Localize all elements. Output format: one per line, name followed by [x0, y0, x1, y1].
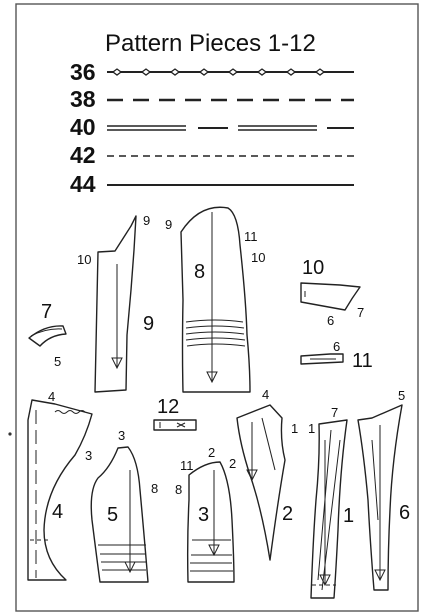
piece-1-number: 1	[343, 505, 354, 527]
piece-3-mark-a: 11	[180, 458, 194, 473]
legend-row-44: 44	[70, 171, 354, 197]
piece-7-number: 7	[41, 301, 52, 323]
piece-3-mark-c: 8	[175, 482, 182, 497]
piece-5-mark-b: 8	[151, 481, 158, 496]
piece-8-mark-c: 10	[251, 250, 265, 265]
legend-size-42: 42	[70, 142, 96, 168]
legend-row-40: 40	[70, 114, 354, 140]
pattern-piece-9: 9 10 9	[77, 213, 154, 393]
piece-9-number: 9	[143, 313, 154, 335]
legend-size-36: 36	[70, 59, 96, 85]
pattern-piece-5: 3 8 5	[90, 428, 158, 583]
piece-2-mark-a: 4	[262, 387, 269, 402]
pattern-piece-3: 11 2 8 3	[175, 445, 235, 583]
diamond-markers	[111, 68, 326, 76]
piece-9-mark-a: 9	[143, 213, 150, 228]
legend-size-40: 40	[70, 114, 96, 140]
line-style-40	[107, 125, 354, 131]
legend-row-38: 38	[70, 86, 354, 112]
pattern-piece-8: 9 11 10 8	[165, 206, 265, 393]
piece-11-number: 11	[352, 350, 373, 372]
legend-row-42: 42	[70, 142, 354, 168]
piece-3-number: 3	[198, 504, 209, 526]
pattern-piece-2: 4 2 1 2	[229, 387, 298, 561]
piece-8-number: 8	[194, 261, 205, 283]
pattern-piece-7: 7 5	[28, 301, 67, 369]
pattern-piece-1: 7 1 1	[308, 405, 354, 599]
piece-12-number: 12	[157, 396, 179, 418]
sheet-frame	[15, 3, 419, 612]
pattern-piece-11: 6 11	[300, 339, 373, 372]
piece-9-mark-b: 10	[77, 252, 91, 267]
piece-2-mark-c: 1	[291, 421, 298, 436]
pattern-piece-12: 12	[153, 396, 197, 431]
legend-size-38: 38	[70, 86, 96, 112]
pattern-piece-4: 4 3 4	[27, 389, 93, 581]
piece-2-number: 2	[282, 503, 293, 525]
piece-7-mark-a: 5	[54, 354, 61, 369]
piece-4-mark-b: 3	[85, 448, 92, 463]
pattern-piece-10: 10 6 7	[300, 257, 364, 328]
piece-5-number: 5	[107, 504, 118, 526]
piece-3-mark-b: 2	[208, 445, 215, 460]
sheet-title: Pattern Pieces 1-12	[105, 30, 316, 57]
piece-4-number: 4	[52, 501, 63, 523]
piece-8-mark-b: 11	[244, 229, 258, 244]
piece-6-mark-a: 5	[398, 388, 405, 403]
piece-2-mark-b: 2	[229, 456, 236, 471]
piece-8-mark-a: 9	[165, 217, 172, 232]
piece-5-mark-a: 3	[118, 428, 125, 443]
legend-size-44: 44	[70, 171, 96, 197]
piece-11-mark-a: 6	[333, 339, 340, 354]
size-legend: 36 38 40 42 44	[70, 59, 354, 197]
piece-10-number: 10	[302, 257, 324, 279]
legend-row-36: 36	[70, 59, 354, 85]
piece-4-mark-a: 4	[48, 389, 55, 404]
piece-1-mark-a: 7	[331, 405, 338, 420]
piece-10-mark-b: 7	[357, 305, 364, 320]
crop-dot	[8, 432, 12, 436]
piece-10-mark-a: 6	[327, 313, 334, 328]
piece-6-number: 6	[399, 502, 410, 524]
pattern-piece-6: 5 6	[357, 388, 410, 591]
piece-1-mark-b: 1	[308, 421, 315, 436]
